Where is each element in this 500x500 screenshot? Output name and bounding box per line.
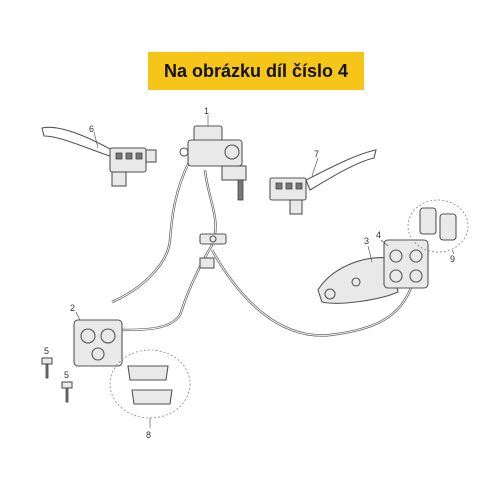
caliper-bracket bbox=[317, 257, 399, 304]
brake-hoses bbox=[111, 159, 414, 337]
brake-caliper-part-4 bbox=[383, 239, 429, 289]
callout-9: 9 bbox=[450, 254, 455, 264]
callout-5b: 5 bbox=[64, 370, 69, 380]
callout-7: 7 bbox=[314, 149, 319, 159]
master-cylinder bbox=[179, 125, 247, 201]
callout-6: 6 bbox=[89, 124, 94, 134]
callout-4: 4 bbox=[376, 230, 381, 240]
bolts bbox=[41, 357, 73, 403]
brake-pads-right bbox=[407, 199, 469, 253]
callout-1: 1 bbox=[204, 106, 209, 116]
right-lever-assembly bbox=[269, 149, 377, 215]
hose-junction bbox=[199, 233, 227, 269]
callout-2: 2 bbox=[70, 303, 75, 313]
callout-3: 3 bbox=[364, 236, 369, 246]
left-lever-assembly bbox=[41, 126, 157, 187]
callout-5a: 5 bbox=[44, 346, 49, 356]
callout-8: 8 bbox=[146, 430, 151, 440]
left-caliper bbox=[73, 319, 123, 367]
brake-pads-left bbox=[109, 349, 191, 419]
banner-caption: Na obrázku díl číslo 4 bbox=[148, 52, 364, 90]
